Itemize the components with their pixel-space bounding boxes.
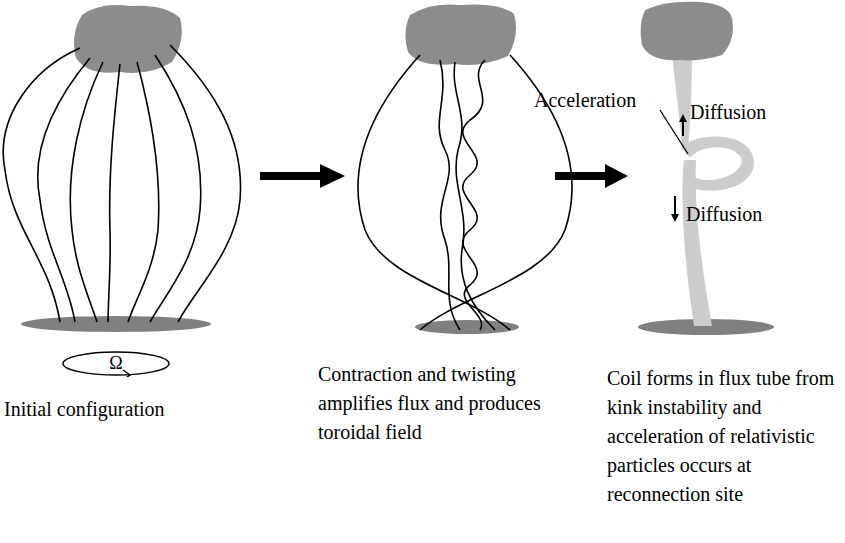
annotation-label: Acceleration <box>534 86 674 115</box>
flux-tube <box>672 50 692 150</box>
diffusion-arrow <box>682 116 684 136</box>
mass-blob <box>405 4 516 65</box>
disk <box>21 316 211 332</box>
panel-caption: Initial configuration <box>4 395 264 424</box>
rotation-ellipse: Ω <box>61 350 171 377</box>
flow-arrow <box>555 164 628 188</box>
flux-tube <box>682 160 712 326</box>
leader-line <box>660 110 688 154</box>
annotation-label: Diffusion <box>690 98 810 127</box>
annotation-label: Diffusion <box>686 200 806 229</box>
panel-caption: Coil forms in flux tube from kink instab… <box>607 364 843 509</box>
symbol-label: Ω <box>61 353 171 374</box>
flow-arrow <box>260 164 345 188</box>
mass-blob <box>74 5 182 73</box>
field-lines <box>3 45 240 322</box>
mass-blob <box>641 2 733 61</box>
diffusion-arrow <box>674 196 676 220</box>
panel-caption: Contraction and twisting amplifies flux … <box>318 360 583 447</box>
